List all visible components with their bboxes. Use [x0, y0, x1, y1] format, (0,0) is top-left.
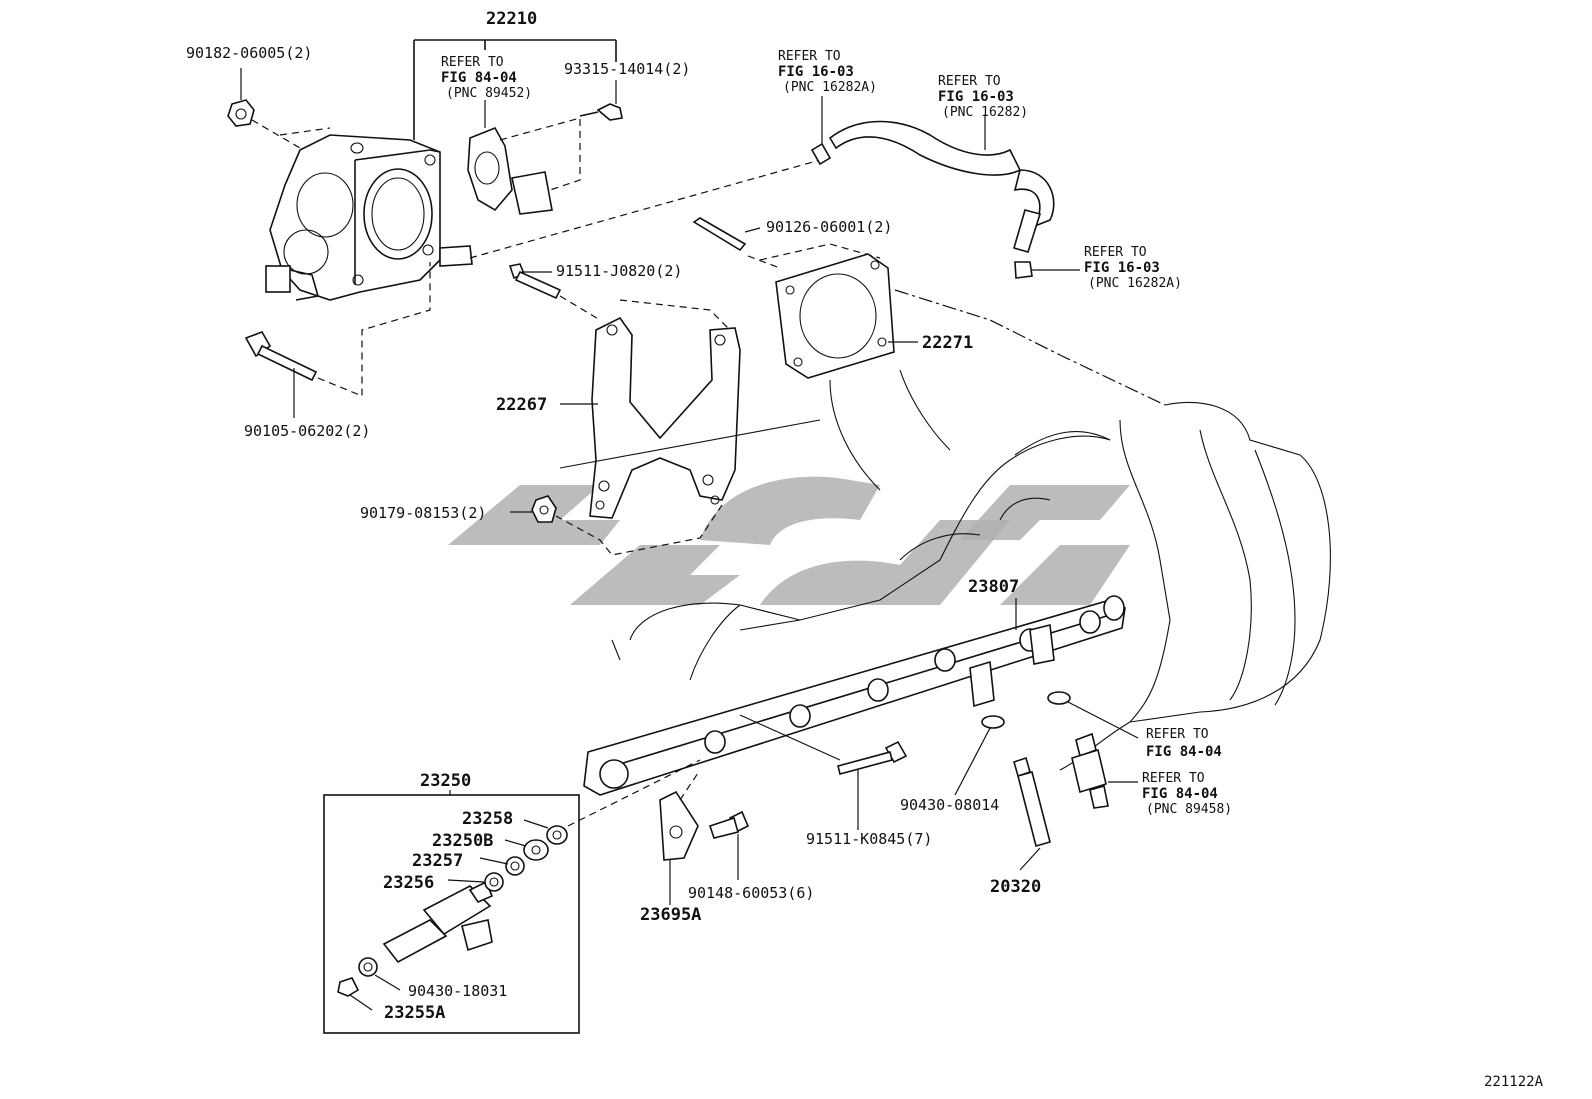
oring-90430-08014 [954, 691, 1071, 796]
dash-tps [499, 117, 581, 191]
label-23807: 23807 [968, 577, 1019, 597]
dash-bolt-j0820 [559, 295, 731, 331]
label-91511j: 91511-J0820(2) [556, 262, 682, 280]
svg-text:(PNC 89452): (PNC 89452) [446, 86, 532, 101]
label-20320: 20320 [990, 877, 1041, 897]
throttle-body [265, 134, 473, 301]
sensor-20320 [1013, 756, 1051, 871]
gasket-22271 [775, 253, 918, 379]
svg-text:REFER TO: REFER TO [938, 74, 1001, 89]
ref-8404a: REFER TO FIG 84-04 [1146, 727, 1222, 760]
label-93315: 93315-14014(2) [564, 60, 690, 78]
svg-text:REFER TO: REFER TO [778, 49, 841, 64]
label-23257: 23257 [412, 851, 463, 871]
svg-text:FIG 16-03: FIG 16-03 [938, 89, 1014, 105]
label-23695a: 23695A [640, 905, 701, 925]
fuel-rail-23807 [583, 595, 1126, 796]
svg-text:REFER TO: REFER TO [1146, 727, 1209, 742]
svg-text:FIG 84-04: FIG 84-04 [1142, 786, 1218, 802]
label-90148: 90148-60053(6) [688, 884, 814, 902]
label-91511k: 91511-K0845(7) [806, 830, 932, 848]
clip-23695a [659, 790, 699, 905]
bolt-91511j [508, 263, 562, 300]
svg-text:REFER TO: REFER TO [1142, 771, 1205, 786]
label-22271: 22271 [922, 333, 973, 353]
brand-logo-watermark [448, 476, 1130, 605]
dash-clip [679, 769, 701, 801]
label-23250b: 23250B [432, 831, 493, 851]
label-90430-08014: 90430-08014 [900, 796, 999, 814]
axis-throttle [469, 159, 821, 259]
injector-kit-box [323, 790, 580, 1034]
pcv-hose [810, 96, 1080, 279]
label-90126: 90126-06001(2) [766, 218, 892, 236]
screw-90148 [708, 810, 750, 880]
label-90430-18031: 90430-18031 [408, 982, 507, 1000]
label-22210: 22210 [486, 9, 537, 29]
bolt-axis [739, 714, 841, 761]
ref-tps: REFER TO FIG 84-04 (PNC 89452) [441, 55, 532, 101]
label-90105: 90105-06202(2) [244, 422, 370, 440]
ref-8404b: REFER TO FIG 84-04 (PNC 89458) [1142, 771, 1232, 817]
svg-text:FIG 84-04: FIG 84-04 [1146, 744, 1222, 760]
fuel-pressure-fitting [1067, 701, 1139, 809]
svg-text:(PNC 16282A): (PNC 16282A) [1088, 276, 1182, 291]
svg-text:(PNC 16282A): (PNC 16282A) [783, 80, 877, 95]
dash-stud [747, 243, 881, 269]
dash-nut-to-body [251, 119, 331, 149]
svg-text:FIG 16-03: FIG 16-03 [1084, 260, 1160, 276]
label-23256: 23256 [383, 873, 434, 893]
throttle-position-sensor [467, 100, 553, 215]
label-23258: 23258 [462, 809, 513, 829]
nut-90182 [227, 68, 255, 127]
svg-text:REFER TO: REFER TO [441, 55, 504, 70]
nut-90179 [510, 495, 557, 523]
stud-90126 [692, 217, 761, 252]
ref-clip1: REFER TO FIG 16-03 (PNC 16282A) [778, 49, 877, 95]
svg-text:FIG 84-04: FIG 84-04 [441, 70, 517, 86]
label-90179: 90179-08153(2) [360, 504, 486, 522]
dash-nut-90179 [555, 504, 723, 556]
bolt-91511k [837, 740, 908, 830]
bolt-90105 [244, 331, 318, 418]
label-22267: 22267 [496, 395, 547, 415]
svg-text:(PNC 16282): (PNC 16282) [942, 105, 1028, 120]
label-90182: 90182-06005(2) [186, 44, 312, 62]
ref-clip2: REFER TO FIG 16-03 (PNC 16282A) [1084, 245, 1182, 291]
screw-93315 [579, 80, 623, 121]
label-23250: 23250 [420, 771, 471, 791]
svg-text:FIG 16-03: FIG 16-03 [778, 64, 854, 80]
svg-text:(PNC 89458): (PNC 89458) [1146, 802, 1232, 817]
figure-code: 221122A [1484, 1074, 1544, 1090]
dash-bolt-90105 [317, 262, 431, 397]
svg-text:REFER TO: REFER TO [1084, 245, 1147, 260]
label-23255a: 23255A [384, 1003, 445, 1023]
intake-manifold [559, 289, 1331, 771]
leader-22210 [413, 39, 617, 140]
dash-injector-to-rail [567, 759, 701, 827]
bracket-22267 [560, 316, 741, 519]
ref-hose: REFER TO FIG 16-03 (PNC 16282) [938, 74, 1028, 120]
